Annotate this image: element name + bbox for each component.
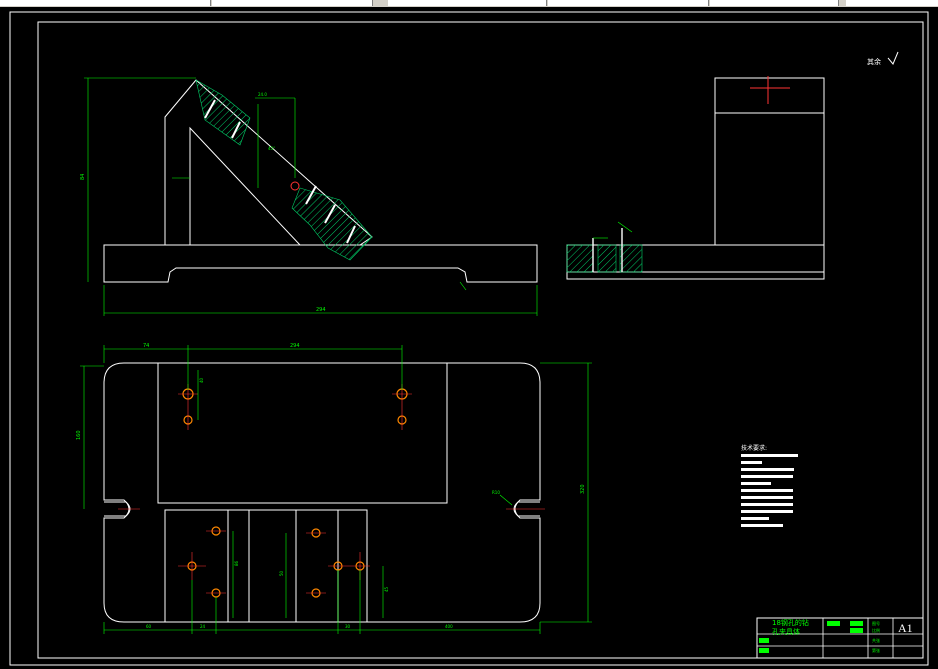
title-block-frame [756, 617, 924, 659]
incline-slot-1 [204, 99, 216, 119]
title-small-label-1: 图号 [872, 620, 880, 626]
toolbar-field-5[interactable] [710, 0, 839, 6]
note-line-2 [741, 461, 762, 464]
plan-view: R10 74 294 160 320 60 24 30 400 40 86 50… [76, 343, 592, 634]
title-field-2 [850, 621, 863, 626]
side-dim-b [617, 221, 633, 233]
hole-group-lower [178, 526, 370, 598]
inner-border [37, 21, 924, 659]
side-hatch-2 [597, 244, 617, 273]
note-line-3 [741, 468, 794, 471]
side-hatch-3 [619, 244, 643, 273]
dim-front-angle: 45° [268, 146, 275, 151]
toolbar-field-6[interactable] [846, 0, 938, 6]
title-small-label-2: 比例 [872, 627, 880, 633]
dim-plan-top-left: 74 [143, 343, 149, 349]
dim-plan-bottom-right: 400 [445, 624, 453, 629]
cad-drawing-canvas[interactable]: 84 294 24.0 45° 其余 [0, 7, 938, 669]
dim-front-top: 24.0 [258, 92, 267, 97]
leader-slot-radius [499, 494, 513, 506]
technical-requirements: 技术要求: [741, 444, 798, 527]
title-small-label-3: 共张 [872, 637, 880, 643]
notes-heading: 技术要求: [741, 444, 767, 452]
note-line-6 [741, 489, 793, 492]
upper-block-plan [157, 362, 448, 504]
incline-slot-4 [324, 204, 336, 224]
upright-side [714, 77, 825, 246]
bracket-outline [164, 79, 373, 246]
surface-finish-label: 其余 [867, 57, 881, 66]
hatch-upper [195, 79, 251, 146]
note-line-7 [741, 496, 793, 499]
dim-plan-vert-d: 45 [384, 586, 389, 592]
note-line-1 [741, 454, 798, 457]
toolbar-field-2[interactable] [212, 0, 373, 6]
front-view: 84 294 24.0 45° [80, 77, 538, 316]
dim-plan-bottom-mid: 30 [345, 624, 351, 629]
note-line-9 [741, 510, 793, 513]
dim-plan-bottom-inner: 24 [200, 624, 206, 629]
dim-front-width: 294 [316, 307, 326, 313]
title-field-3 [850, 628, 863, 633]
side-view [566, 76, 825, 280]
incline-slot-2 [231, 121, 241, 139]
hole-group-upper [178, 384, 412, 430]
note-line-8 [741, 503, 793, 506]
outer-border [9, 11, 929, 666]
title-field-4 [759, 638, 769, 643]
incline-slot-5 [346, 225, 356, 244]
title-field-5 [759, 648, 769, 653]
dim-slot-radius: R10 [492, 490, 500, 495]
dim-plan-top-span: 294 [290, 343, 300, 349]
dim-plan-vert-c: 50 [279, 570, 284, 576]
dim-plan-left-height: 160 [76, 430, 82, 440]
toolbar-field-4[interactable] [548, 0, 709, 6]
base-plate-front [103, 244, 538, 283]
note-line-10 [741, 517, 769, 520]
side-hatch-1 [566, 244, 594, 273]
surface-finish-note: 其余 [867, 51, 899, 66]
application-toolbar-strip [0, 0, 938, 7]
toolbar-field-1[interactable] [0, 0, 211, 6]
toolbar-field-3[interactable] [388, 0, 547, 6]
part-name-line1: 18钢孔的钻 [772, 618, 809, 627]
dim-front-height: 84 [80, 174, 86, 180]
title-small-label-4: 第张 [872, 647, 880, 653]
dim-plan-vert-b: 86 [234, 560, 239, 566]
incline-slot-3 [305, 185, 317, 205]
part-name-line2: 孔夹具体 [772, 627, 800, 636]
hatch-lower [291, 187, 373, 261]
leader-base-edge [459, 281, 467, 291]
note-line-4 [741, 475, 793, 478]
title-block: 18钢孔的钻 孔夹具体 图号 比例 共张 第张 A1 [756, 617, 924, 659]
dim-plan-right-height: 320 [580, 484, 586, 494]
dim-plan-bottom-left: 60 [146, 624, 152, 629]
surface-finish-symbol [887, 51, 899, 65]
note-line-11 [741, 524, 783, 527]
title-field-1 [827, 621, 840, 626]
base-plate-plan [103, 362, 541, 623]
incline-hole [290, 181, 300, 191]
dim-plan-vert-a: 40 [199, 377, 204, 383]
sheet-size: A1 [898, 621, 913, 635]
note-line-5 [741, 482, 771, 485]
